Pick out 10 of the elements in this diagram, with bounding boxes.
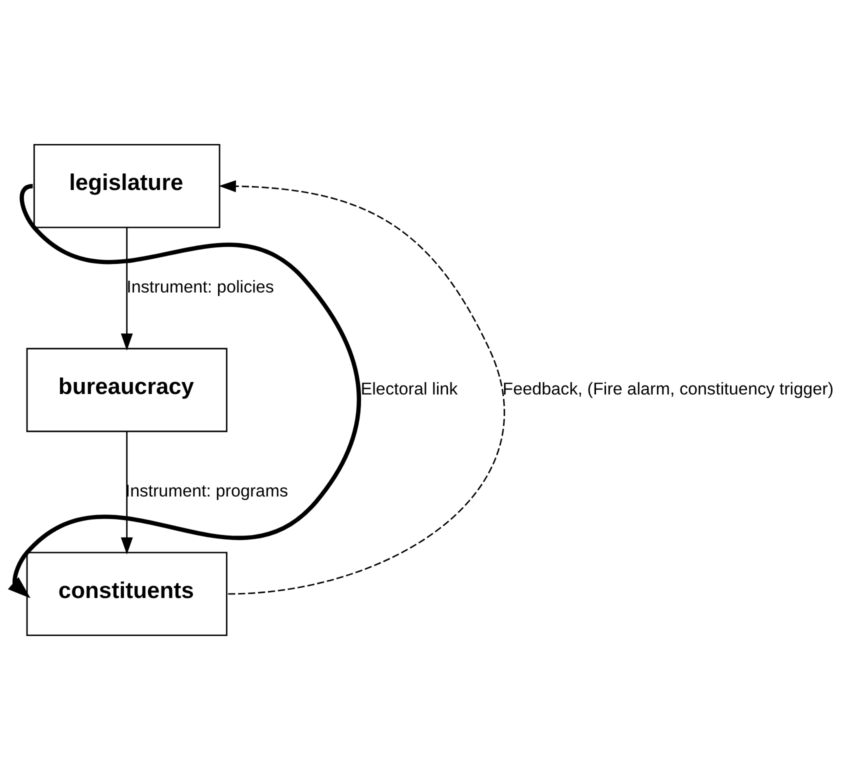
node-box: legislature — [33, 144, 220, 228]
edge-label: Feedback, (Fire alarm, constituency trigger) — [502, 379, 834, 398]
arrow — [218, 180, 505, 595]
edge-label: Instrument: programs — [125, 481, 288, 500]
node-box: constituents — [26, 552, 228, 636]
arrow — [120, 432, 133, 555]
edge-label: Instrument: policies — [126, 277, 274, 296]
arrow — [120, 228, 133, 351]
node-box: bureaucracy — [26, 348, 228, 432]
edge-label: Electoral link — [360, 379, 458, 398]
